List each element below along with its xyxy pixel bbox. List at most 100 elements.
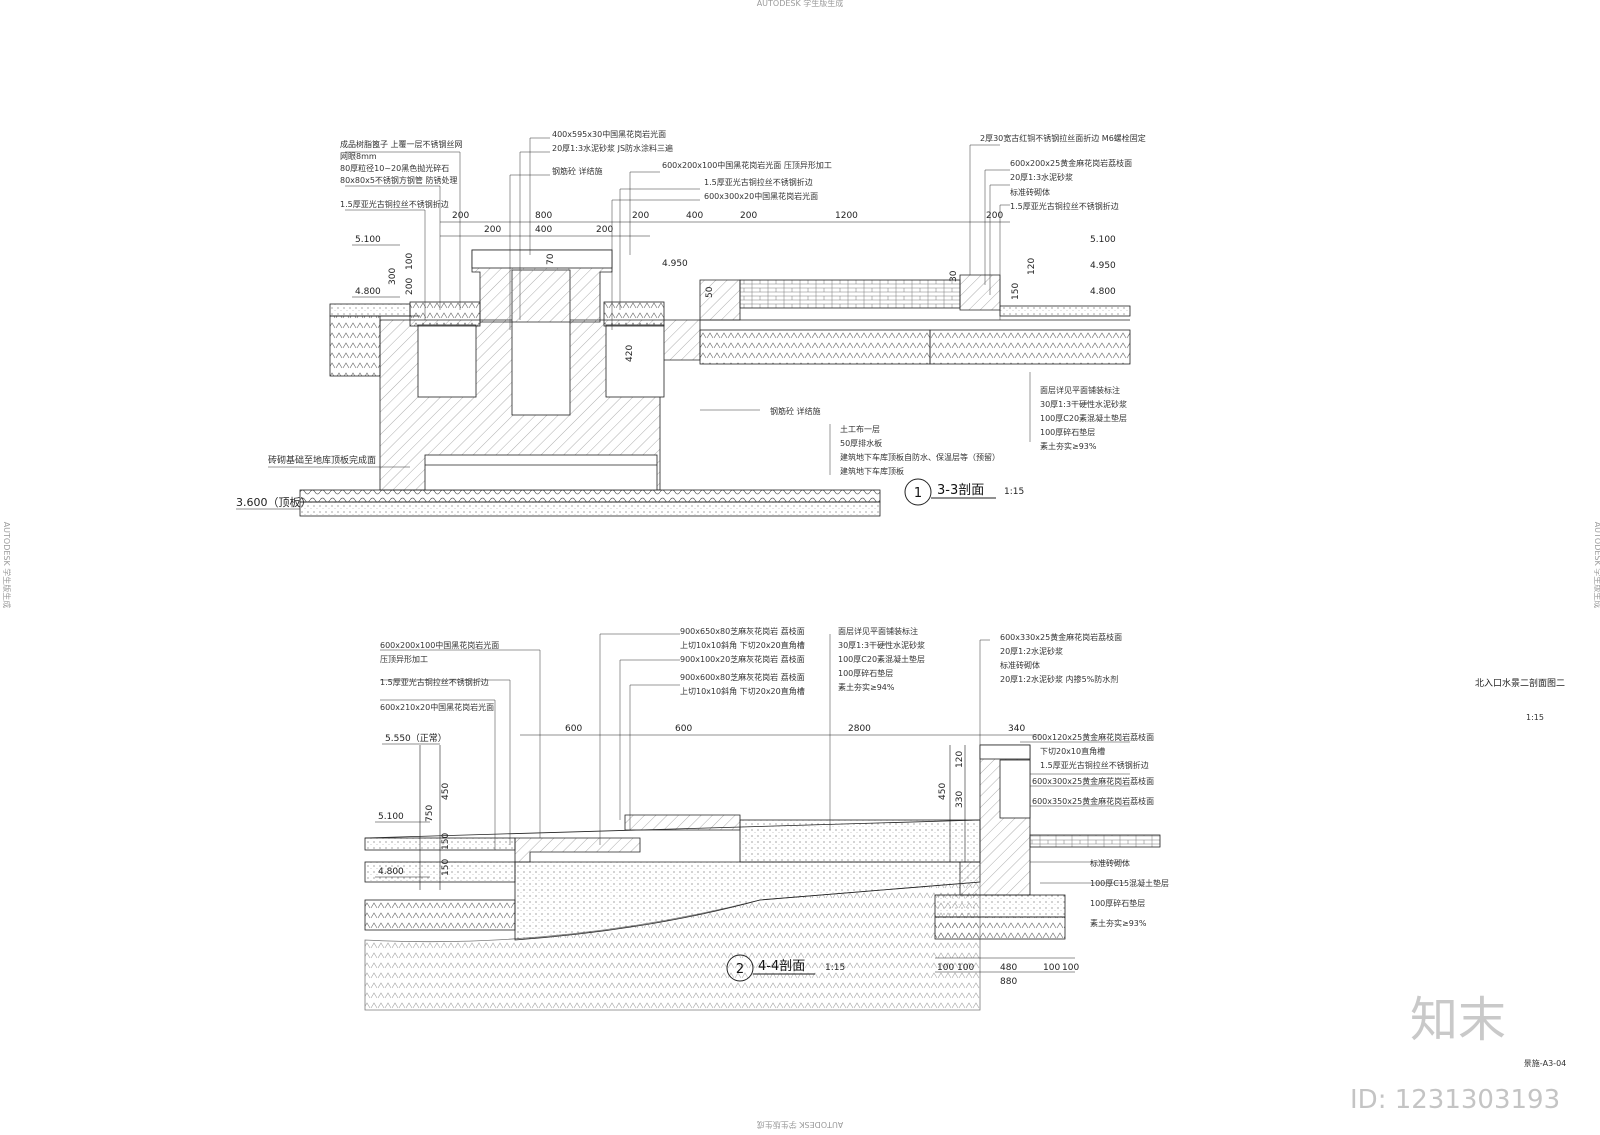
s2-level-5100: 5.100 [378, 812, 404, 822]
s1-label-steel-tube: 80x80x5不锈钢方钢管 防锈处理 [340, 175, 457, 185]
s1-label-fold-mid: 1.5厚亚光古铜拉丝不锈钢折边 [704, 177, 813, 187]
s2-label-waterproof: 20厚1:2水泥砂浆 内掺5%防水剂 [1000, 674, 1118, 684]
soil-left [329, 315, 381, 377]
brand-mark: 知末 ID: 1231303193 [1350, 992, 1560, 1115]
section2-scale: 1:15 [825, 963, 845, 973]
autodesk-watermark-top: AUTODESK 学生版生成 [757, 0, 844, 8]
vdim-300: 300 [388, 268, 398, 285]
s2-vdim-450-right: 450 [938, 783, 948, 800]
level-4800-left: 4.800 [355, 287, 381, 297]
level-3600: 3.600（顶板） [236, 495, 312, 509]
s2-layer-left-2 [364, 899, 516, 931]
vdim-120: 120 [1027, 258, 1037, 275]
basin-void-left [417, 324, 477, 398]
section1-labels: 成品树脂篦子 上覆一层不锈钢丝网 网眼8mm 80厚粒径10~20黑色抛光碎石 … [268, 129, 1146, 476]
base-right-far [929, 329, 1131, 365]
dim-200-f: 200 [986, 211, 1003, 221]
s1-label-gravel: 80厚粒径10~20黑色抛光碎石 [340, 163, 449, 173]
s2-label-sesame-600: 900x600x80芝麻灰花岗岩 荔枝面 [680, 672, 805, 682]
dim-1200: 1200 [835, 211, 858, 221]
paving-brick-right [739, 279, 961, 309]
gravel-right [603, 301, 665, 327]
s2-label-sesame-100: 900x100x20芝麻灰花岗岩 荔枝面 [680, 654, 805, 664]
level-4950-right: 4.950 [1090, 261, 1116, 271]
autodesk-watermark-left: AUTODESK 学生版生成 [2, 522, 12, 609]
roof-slab [299, 501, 881, 517]
s2-label-fold: 1.5厚亚光古铜拉丝不锈钢折边 [380, 677, 489, 687]
s2-label-fold-right: 1.5厚亚光古铜拉丝不锈钢折边 [1040, 760, 1149, 770]
section2-title: 2 4-4剖面 1:15 [726, 954, 845, 982]
s1-label-black-granite: 400x595x30中国黑花岗岩光面 [552, 129, 666, 139]
edge-curb-right [959, 274, 1001, 311]
brand-id: ID: 1231303193 [1350, 1085, 1560, 1115]
s2-bdim-100-a: 100 [937, 963, 954, 973]
s2-label-brick-bottom: 标准砖砌体 [1090, 858, 1130, 868]
s2-level-4800: 4.800 [378, 867, 404, 877]
section2-number: 2 [736, 962, 744, 977]
s2-label-crushed-right: 100厚碎石垫层 [1090, 898, 1145, 908]
s1-label-grate: 成品树脂篦子 上覆一层不锈钢丝网 [340, 139, 463, 149]
vdim-150: 150 [1011, 283, 1021, 300]
s1-label-fold-right: 1.5厚亚光古铜拉丝不锈钢折边 [1010, 201, 1119, 211]
s1-label-crushed: 100厚碎石垫层 [1040, 427, 1095, 437]
s2-bdim-480: 480 [1000, 963, 1017, 973]
basin-void-right [605, 324, 665, 398]
edge-curb-left [699, 279, 741, 321]
autodesk-watermark-bottom: AUTODESK 学生版生成 [757, 1120, 844, 1130]
vdim-30: 30 [949, 270, 959, 282]
s1-label-gold-granite: 600x200x25黄金麻花岗岩荔枝面 [1010, 158, 1132, 168]
s2-paving-right [1029, 834, 1161, 848]
s2-dim-600-a: 600 [565, 724, 582, 734]
autodesk-watermark-right: AUTODESK 学生版生成 [1593, 522, 1600, 609]
vdim-100: 100 [405, 253, 415, 270]
s2-step-stone-a [514, 837, 641, 863]
section1-title-text: 3-3剖面 [937, 483, 984, 498]
section-3-3 [299, 249, 1131, 517]
section2-number-circle [726, 954, 754, 982]
dim-200-b: 200 [484, 225, 501, 235]
s1-label-surface: 面层详见平面铺装标注 [1040, 385, 1120, 395]
section1-title: 1 3-3剖面 1:15 [904, 478, 1024, 506]
s2-dim-340: 340 [1008, 724, 1025, 734]
s2-label-cap: 600x200x100中国黑花岗岩光面 [380, 640, 499, 650]
dim-400-a: 400 [535, 225, 552, 235]
base-right [699, 329, 931, 365]
foundation-void [424, 454, 658, 491]
dim-200-e: 200 [740, 211, 757, 221]
section2-dimensions [419, 734, 1075, 973]
s2-label-cap-shape: 压顶异形加工 [380, 654, 428, 664]
s2-vdim-150-b: 150 [441, 859, 451, 876]
s1-label-copper: 2厚30宽古红铜不锈钢拉丝面折边 M6螺栓固定 [980, 133, 1146, 143]
s1-label-rc-bottom: 钢筋砼 详结施 [770, 406, 821, 416]
dim-200-c: 200 [596, 225, 613, 235]
sheet-info: 北入口水景二剖面图二 1:15 景施-A3-04 [1475, 677, 1566, 1068]
s2-vdim-120: 120 [955, 751, 965, 768]
s2-vdim-330: 330 [955, 791, 965, 808]
s2-gravel-body [364, 881, 981, 1011]
brand-logo: 知末 [1410, 992, 1506, 1048]
vdim-200: 200 [405, 278, 415, 295]
level-4800-right: 4.800 [1090, 287, 1116, 297]
s2-label-dry-mortar: 30厚1:3干硬性水泥砂浆 [838, 640, 925, 650]
s2-label-gold-330: 600x330x25黄金麻花岗岩荔枝面 [1000, 632, 1122, 642]
section1-levels: 5.100 4.800 4.950 5.100 4.950 4.800 3.60… [236, 235, 1116, 510]
s2-bdim-100-c: 100 [1043, 963, 1060, 973]
s2-label-cut-a: 上切10x10斜角 下切20x20直角槽 [680, 640, 805, 650]
gravel-left [409, 301, 481, 327]
section2-dim-text: 600 600 2800 340 450 750 150 150 120 330… [425, 724, 1079, 987]
s2-label-mortar-12: 20厚1:2水泥砂浆 [1000, 646, 1063, 656]
s2-label-c20: 100厚C20素混凝土垫层 [838, 654, 925, 664]
level-5100-left: 5.100 [355, 235, 381, 245]
section1-scale: 1:15 [1004, 487, 1024, 497]
s2-label-granite-210: 600x210x20中国黑花岗岩光面 [380, 702, 494, 712]
s1-label-geotextile: 土工布一层 [840, 424, 880, 434]
s2-pool-surface [739, 819, 981, 863]
section1-number-circle [904, 478, 932, 506]
s2-label-surface: 面层详见平面铺装标注 [838, 626, 918, 636]
s2-dim-2800: 2800 [848, 724, 871, 734]
paving-right-far [999, 305, 1131, 317]
section1-dimensions [440, 221, 1010, 237]
cap-top-stone [471, 249, 613, 269]
